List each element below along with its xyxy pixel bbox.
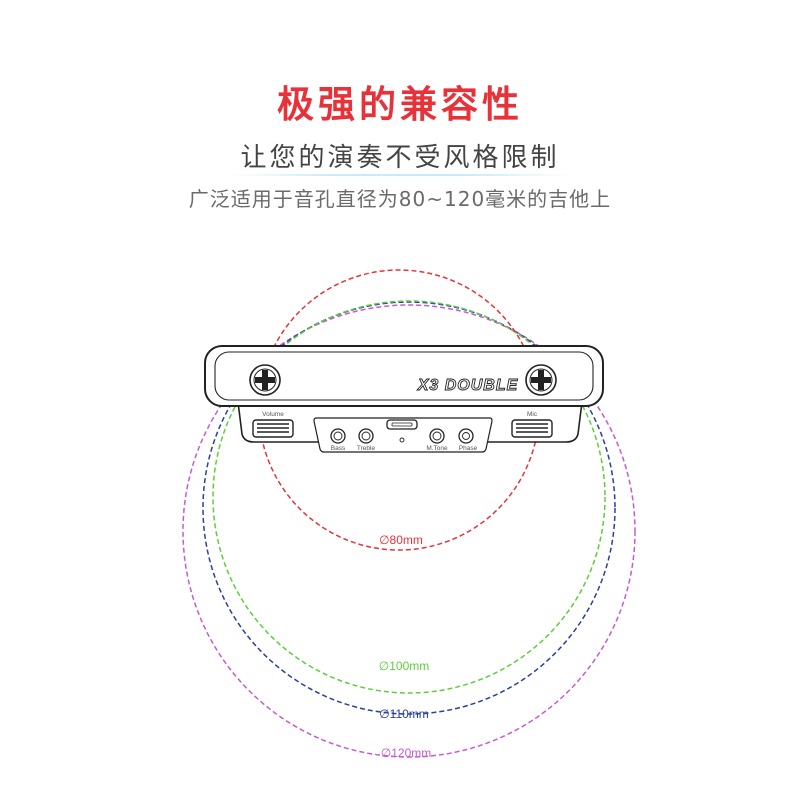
mtone-knob xyxy=(429,428,445,444)
device-brand-text: X3 DOUBLE xyxy=(417,377,519,394)
phase-button xyxy=(458,428,474,444)
page-title: 极强的兼容性 xyxy=(277,83,523,126)
led-indicator xyxy=(399,437,405,443)
diameter-label-110mm: ∅110mm xyxy=(379,707,429,721)
bass-knob xyxy=(330,428,346,444)
treble-knob xyxy=(358,428,374,444)
right-screw xyxy=(525,364,557,396)
diameter-label-80mm: ∅80mm xyxy=(379,533,423,547)
pickup-device xyxy=(204,345,604,453)
label-treble: Treble xyxy=(357,445,376,452)
label-volume: Volume xyxy=(262,411,284,418)
subtitle-underline xyxy=(228,174,572,176)
diameter-label-100mm: ∅100mm xyxy=(379,659,429,673)
page-subtitle: 让您的演奏不受风格限制 xyxy=(240,143,560,173)
page-description: 广泛适用于音孔直径为80~120毫米的吉他上 xyxy=(188,187,612,211)
volume-wheel xyxy=(252,419,294,438)
label-phase: Phase xyxy=(459,445,478,452)
mic-wheel xyxy=(511,419,553,438)
label-mtone: M.Tone xyxy=(426,445,448,452)
circle-110mm xyxy=(202,301,616,715)
diameter-circles xyxy=(182,269,636,758)
pickup-control-plate xyxy=(313,417,493,453)
left-screw xyxy=(249,364,281,396)
circle-100mm xyxy=(212,300,606,694)
label-mic: Mic xyxy=(527,411,538,418)
circle-120mm xyxy=(182,304,636,758)
label-bass: Bass xyxy=(331,445,346,452)
diameter-label-120mm: ∅120mm xyxy=(381,746,431,760)
